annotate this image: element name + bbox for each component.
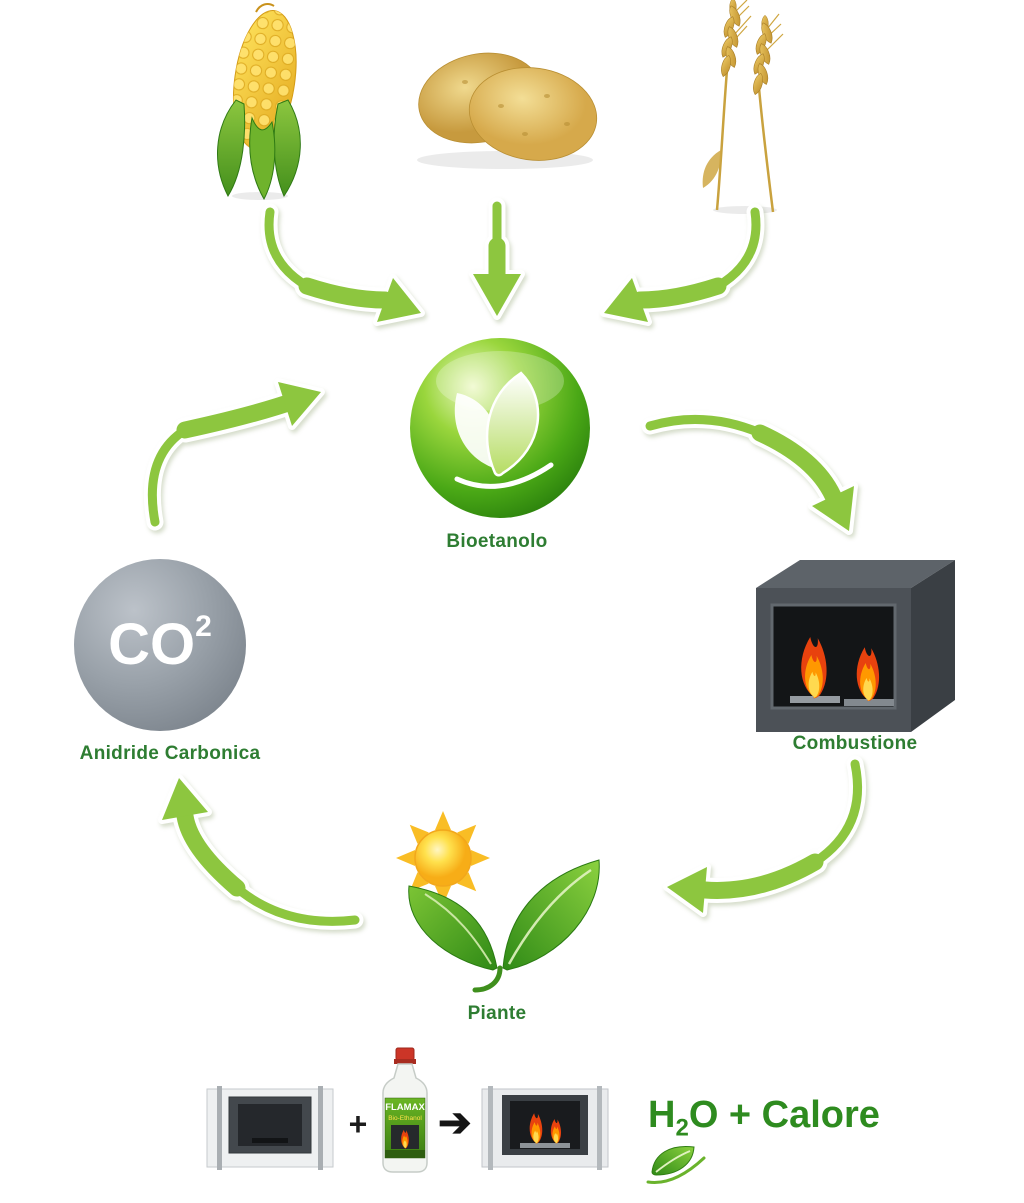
potatoes-illustration (417, 52, 598, 169)
cycle-arrow-wheat-to-bioethanol (600, 203, 765, 326)
cycle-arrow-co2-to-bioethanol (143, 378, 325, 531)
bioethanol-node (410, 338, 590, 518)
sun-icon (396, 811, 490, 905)
h2o-calore-text: H2O + Calore (648, 1094, 880, 1143)
transform-arrow-icon: ➔ (438, 1101, 472, 1145)
equation-fireplace-burning (481, 1086, 609, 1170)
ethanol-bottle: FLAMAX Bio-Ethanol (382, 1047, 428, 1173)
result-rest: O + Calore (688, 1094, 880, 1136)
wheat-spike (718, 0, 744, 78)
result-subscript: 2 (675, 1114, 689, 1142)
co2-node: CO 2 (74, 559, 246, 731)
plants-label: Piante (467, 1003, 527, 1024)
bottle-brand: FLAMAX (385, 1102, 425, 1113)
cycle-arrow-combustion-to-plants (663, 755, 867, 917)
bottle-product: Bio-Ethanol (388, 1115, 422, 1122)
corn-illustration (217, 3, 301, 201)
combustion-label: Combustione (792, 733, 918, 754)
equation-fireplace-empty (206, 1086, 334, 1170)
wheat-illustration (702, 0, 784, 214)
wheat-spike (750, 14, 776, 96)
cycle-arrow-potatoes-to-bioethanol (469, 197, 525, 320)
result-h: H (648, 1094, 676, 1136)
plant-illustration (396, 811, 600, 993)
co2-formula: CO (108, 612, 196, 677)
cycle-arrow-plants-to-co2 (158, 774, 364, 930)
fireplace-illustration (756, 560, 955, 732)
co2-label: Anidride Carbonica (79, 743, 261, 764)
bioethanol-label: Bioetanolo (446, 531, 548, 552)
leaf-icon (454, 371, 554, 489)
plus-sign: + (348, 1106, 368, 1142)
co2-superscript: 2 (195, 610, 212, 643)
cycle-arrow-corn-to-bioethanol (260, 203, 425, 326)
cycle-arrow-bioethanol-to-combustion (641, 411, 858, 535)
leaf-swoosh-icon (646, 1145, 706, 1184)
